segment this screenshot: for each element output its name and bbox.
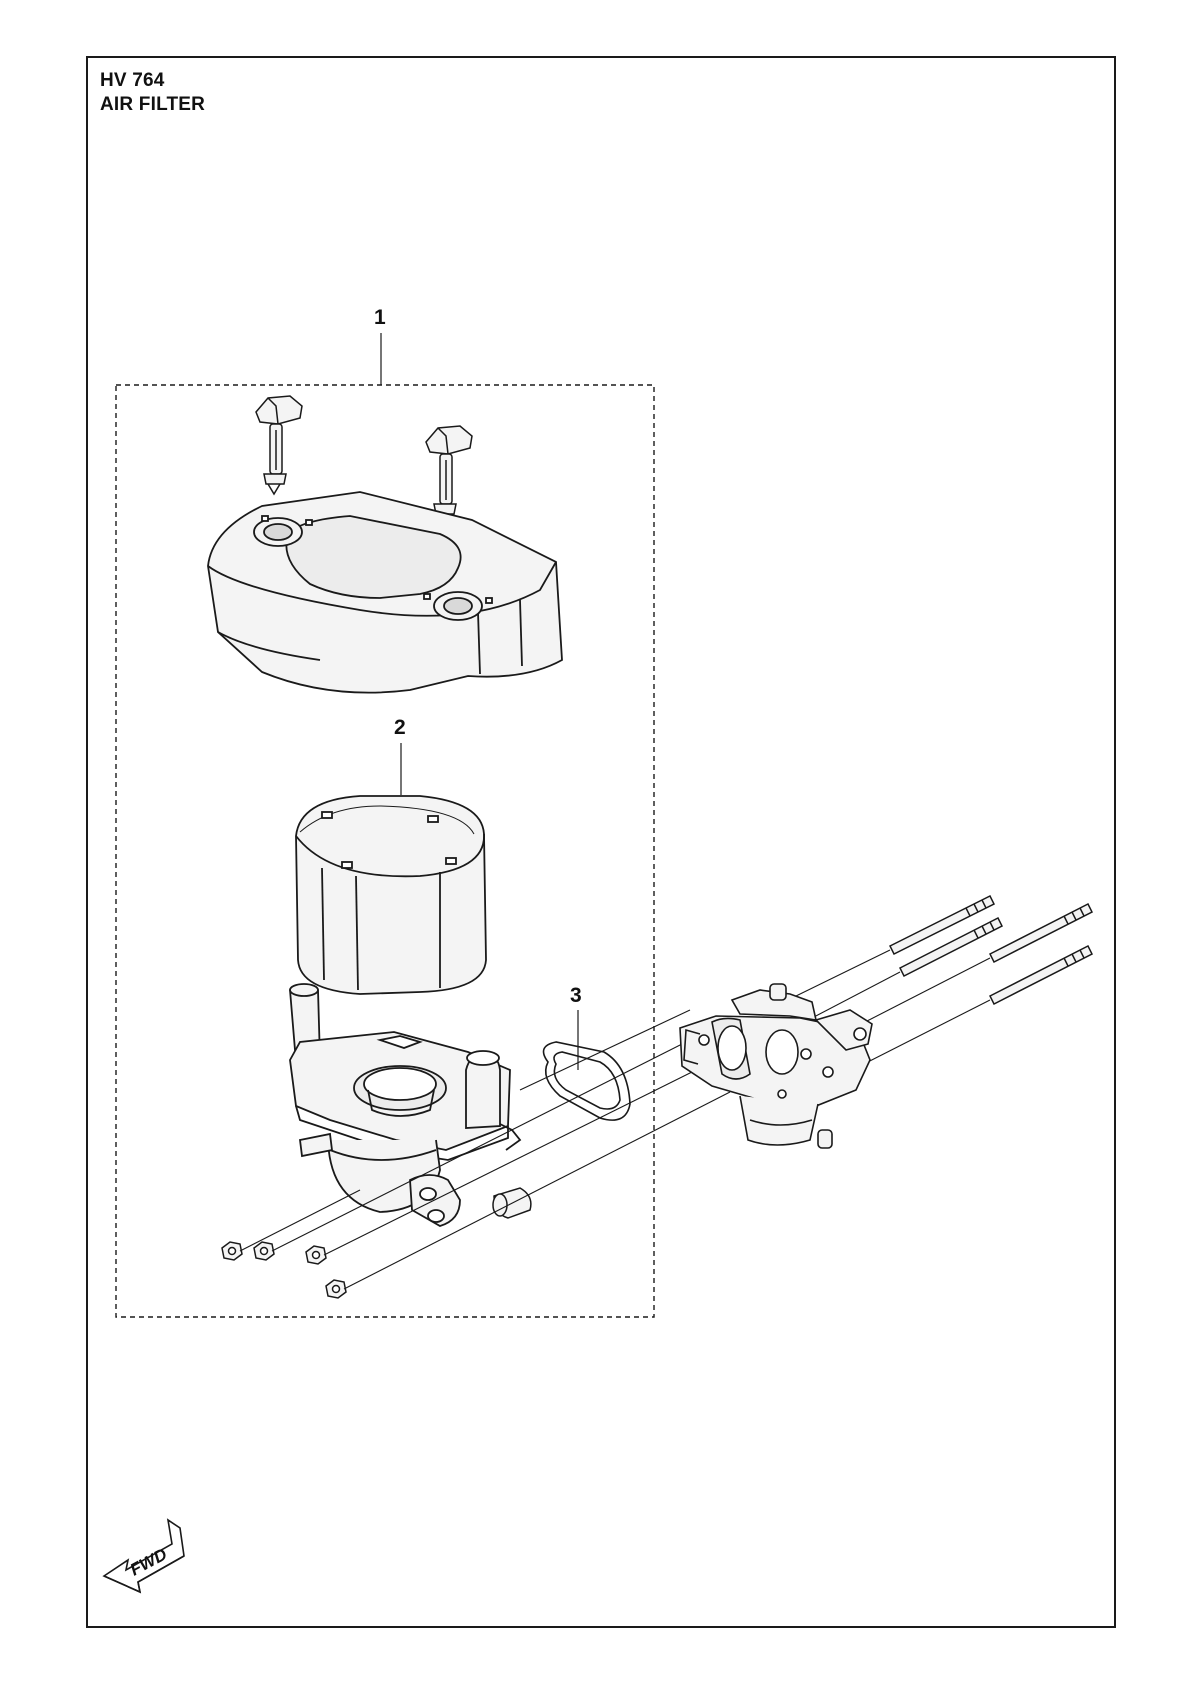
page-frame — [86, 56, 1116, 1628]
air-filter-base — [289, 983, 522, 1227]
nut-1 — [221, 1241, 243, 1261]
callout-2: 2 — [394, 716, 406, 739]
nut-4 — [325, 1279, 347, 1299]
air-filter-cover — [207, 491, 563, 694]
gasket — [542, 1041, 631, 1121]
callout-1: 1 — [374, 306, 386, 329]
section-title: AIR FILTER — [100, 94, 206, 115]
stud-3 — [988, 902, 1094, 964]
flange-nuts — [221, 1241, 347, 1299]
stud-2 — [898, 916, 1004, 978]
cover-knob-left — [255, 395, 303, 496]
carburetor — [679, 983, 873, 1149]
studs — [888, 894, 1094, 1006]
nut-2 — [253, 1241, 275, 1261]
kit-boundary — [115, 384, 655, 1318]
stud-4 — [988, 944, 1094, 1006]
fwd-arrow-icon: FWD — [102, 1518, 185, 1594]
air-filter-element — [295, 795, 487, 995]
nut-3 — [305, 1245, 327, 1265]
stud-1 — [888, 894, 996, 956]
model-title: HV 764 — [100, 70, 165, 91]
callout-3: 3 — [570, 984, 582, 1007]
